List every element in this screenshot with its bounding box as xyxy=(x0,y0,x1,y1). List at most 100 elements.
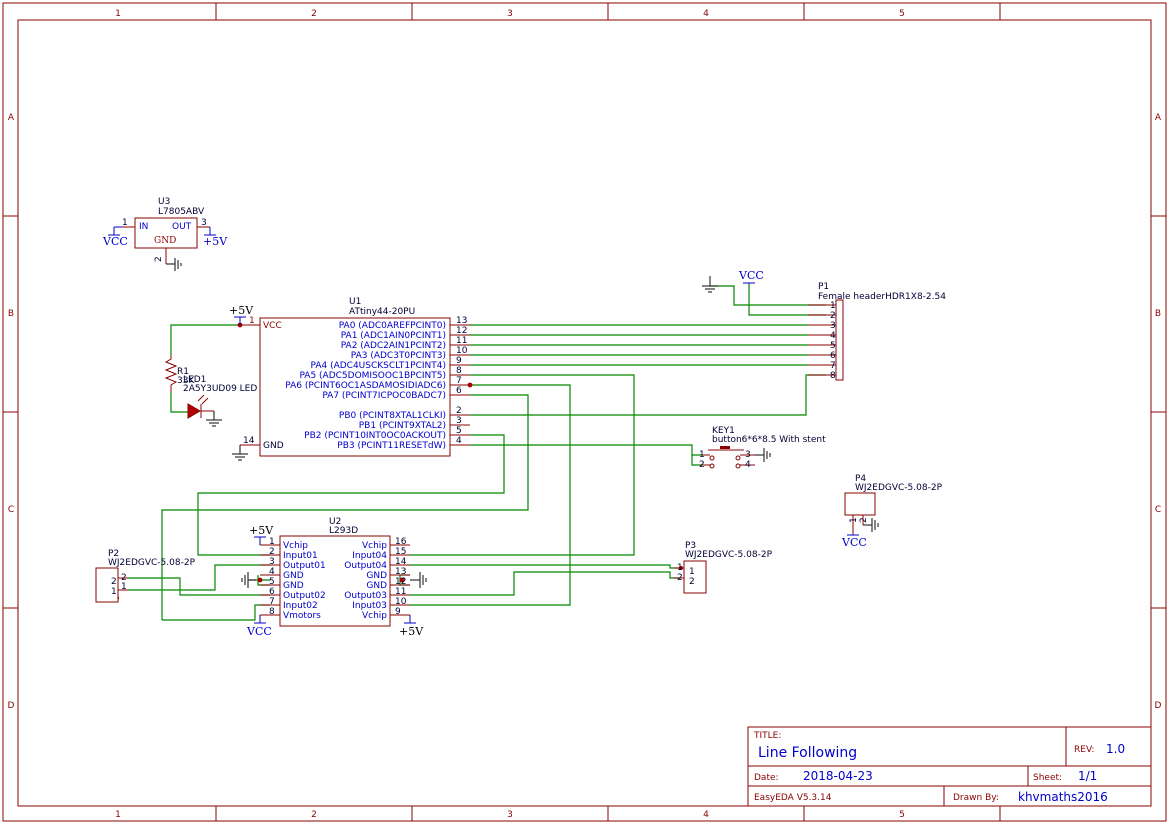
p1-pin-num: 1 xyxy=(830,301,836,311)
p2-pin-num: 2 xyxy=(121,573,127,583)
u1-pin-name: PA5 (ADC5DOMISOOC1BPCINT5) xyxy=(299,371,446,381)
col-label: 1 xyxy=(115,810,121,820)
u1-ref: U1 xyxy=(349,297,361,307)
col-label: 4 xyxy=(703,9,709,19)
u2-pin-num: 8 xyxy=(269,607,275,617)
ground-icon xyxy=(232,445,248,461)
led1-ref: LED1 xyxy=(183,375,206,385)
key1-ref: KEY1 xyxy=(712,426,735,436)
u3-part: L7805ABV xyxy=(158,207,205,217)
vcc-label: VCC xyxy=(102,235,128,248)
u1-pin-num: 8 xyxy=(456,366,462,376)
p1-pin-num: 6 xyxy=(830,351,836,361)
p1-part: Female headerHDR1X8-2.54 xyxy=(818,292,946,302)
p1-ref: P1 xyxy=(818,282,829,292)
u3-ref: U3 xyxy=(158,197,170,207)
p4-connector: P4 WJ2EDGVC-5.08-2P 1 2 VCC xyxy=(841,474,943,549)
u3-pin-out-num: 3 xyxy=(201,218,207,228)
u1-pin-name: PB2 (PCINT10INT0OC0ACKOUT) xyxy=(304,431,446,441)
u2-pin-name: Vchip xyxy=(362,541,387,551)
ground-icon xyxy=(241,572,256,588)
u2-pin-num: 15 xyxy=(395,547,406,557)
u1-pin-name: PB3 (PCINT11RESETdW) xyxy=(337,441,446,451)
p2-ref: P2 xyxy=(108,549,119,559)
u2-pin-num: 2 xyxy=(269,547,275,557)
u2-pin-name: GND xyxy=(283,571,304,581)
u1-pin-num: 6 xyxy=(456,386,462,396)
r1-value: 33K xyxy=(177,376,195,386)
p4-pin-num: 2 xyxy=(859,517,869,523)
u1-pin-name: PA0 (ADC0AREFPCINT0) xyxy=(339,321,446,331)
key1-button[interactable]: KEY1 button6*6*8.5 With stent 1 2 3 4 xyxy=(699,426,826,470)
key1-pin-num: 3 xyxy=(745,450,751,460)
u1-pin-name: PB0 (PCINT8XTAL1CLKI) xyxy=(339,411,446,421)
u1-pin-num: 12 xyxy=(456,326,467,336)
u2-part: L293D xyxy=(329,526,358,536)
u2-pin-num: 9 xyxy=(395,607,401,617)
vcc-label: VCC xyxy=(738,269,764,282)
col-label: 3 xyxy=(507,9,513,19)
u1-vcc-label: VCC xyxy=(263,321,282,331)
u1-pin-name: PA3 (ADC3T0PCINT3) xyxy=(351,351,446,361)
title-label: TITLE: xyxy=(753,731,781,741)
u2-pin-name: Output04 xyxy=(344,561,387,571)
page-title: Line Following xyxy=(758,745,857,761)
ground-icon xyxy=(410,572,427,588)
u1-vcc-num: 1 xyxy=(249,316,255,326)
rev-value: 1.0 xyxy=(1106,742,1125,756)
u2-pin-name: Input01 xyxy=(283,551,318,561)
u1-gnd-num: 14 xyxy=(243,436,255,446)
u2-pin-num: 7 xyxy=(269,597,275,607)
wires xyxy=(128,283,826,621)
u1-pin-list: PA0 (ADC0AREFPCINT0) PA1 (ADC1AIN0PCINT1… xyxy=(285,316,470,451)
software-label: EasyEDA V5.3.14 xyxy=(754,793,832,803)
u2-pin-num: 12 xyxy=(395,577,406,587)
u1-pin-num: 9 xyxy=(456,356,462,366)
row-labels-right: A B C D xyxy=(1155,113,1162,711)
u1-pin-num: 2 xyxy=(456,406,462,416)
p4-ref: P4 xyxy=(855,474,866,484)
led1-part: 2A5Y3UD09 LED xyxy=(183,384,257,394)
p4-pin-num: 1 xyxy=(849,517,859,523)
col-label: 5 xyxy=(899,810,905,820)
u1-pin-num: 3 xyxy=(456,416,462,426)
r1-resistor: R1 33K xyxy=(164,355,195,392)
vcc-label: VCC xyxy=(841,536,867,549)
p2-pin-label: 2 xyxy=(111,577,117,587)
row-label: B xyxy=(1155,309,1161,319)
row-label: D xyxy=(8,701,15,711)
u2-pin-num: 3 xyxy=(269,557,275,567)
row-label: B xyxy=(8,309,14,319)
p1-pin-num: 2 xyxy=(830,311,836,321)
ground-icon xyxy=(863,518,879,532)
key1-pin-num: 2 xyxy=(699,460,705,470)
ground-icon xyxy=(755,448,771,462)
u1-pin-num: 10 xyxy=(456,346,468,356)
v5-label: +5V xyxy=(203,235,228,248)
u2-pin-num: 14 xyxy=(395,557,407,567)
led1-diode: LED1 2A5Y3UD09 LED xyxy=(183,375,257,427)
row-label: D xyxy=(1155,701,1162,711)
drawn-by-value: khvmaths2016 xyxy=(1018,790,1108,804)
p1-pin-num: 8 xyxy=(830,371,836,381)
col-label: 1 xyxy=(115,9,121,19)
u3-pin-in: IN xyxy=(139,222,148,232)
u2-pin-num: 4 xyxy=(269,567,275,577)
u2-pin-num: 1 xyxy=(269,537,275,547)
u1-pin-num: 11 xyxy=(456,336,467,346)
key1-part: button6*6*8.5 With stent xyxy=(712,435,826,445)
u1-pin-num: 13 xyxy=(456,316,467,326)
ground-icon xyxy=(166,258,182,271)
col-label: 4 xyxy=(703,810,709,820)
u1-pin-num: 5 xyxy=(456,426,462,436)
u2-pin-num: 6 xyxy=(269,587,275,597)
row-label: C xyxy=(1155,505,1161,515)
v5-label: +5V xyxy=(249,524,274,537)
u2-right-pins: 16 15 14 13 12 11 10 9 Vchip Input04 Out… xyxy=(344,537,410,621)
p1-pin-num: 5 xyxy=(830,341,836,351)
u2-pin-name: Vmotors xyxy=(283,611,321,621)
col-label: 2 xyxy=(311,9,317,19)
key1-pin-num: 1 xyxy=(699,450,705,460)
u2-pin-num: 11 xyxy=(395,587,406,597)
